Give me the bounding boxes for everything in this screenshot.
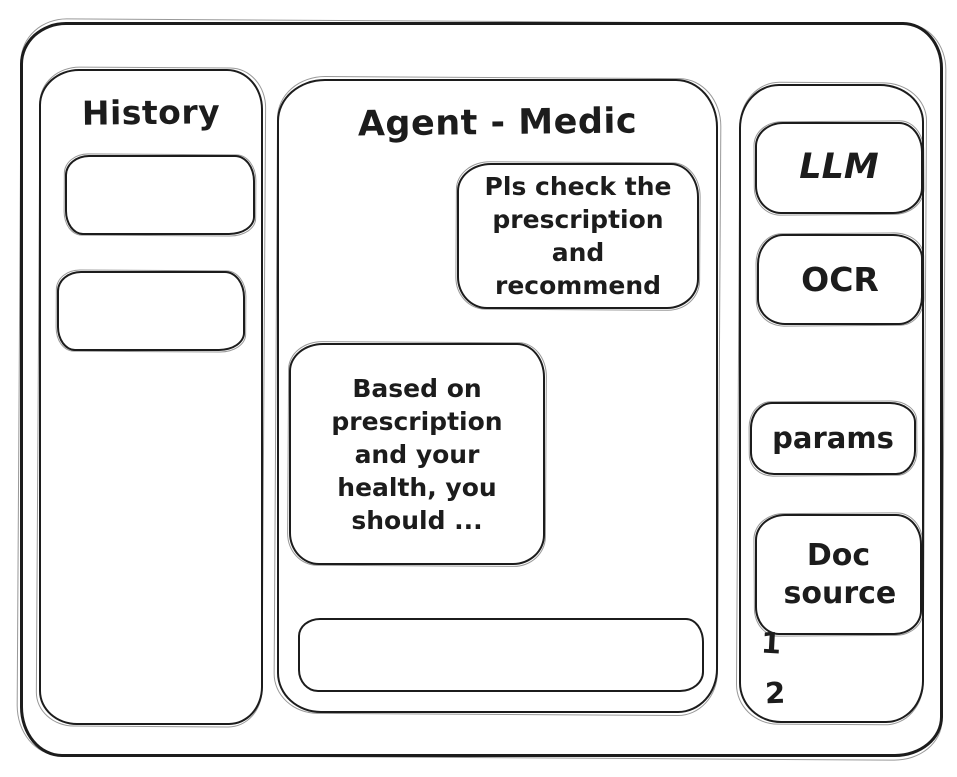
history-item[interactable]	[57, 271, 245, 351]
agent-message-bubble: Based on prescription and your health, y…	[289, 343, 545, 565]
user-message-bubble: Pls check the prescription and recommend	[457, 163, 699, 309]
tools-sidebar: LLM OCR params Doc source 1 2	[739, 84, 924, 723]
doc-source-label: Doc source	[783, 538, 897, 611]
history-sidebar: History	[39, 69, 263, 725]
doc-source-item-1[interactable]: 1	[760, 625, 783, 661]
agent-message-text: Based on prescription and your health, y…	[331, 373, 503, 535]
chat-title: Agent - Medic	[357, 101, 638, 145]
llm-button[interactable]: LLM	[755, 122, 923, 214]
chat-panel: Agent - Medic Pls check the prescription…	[277, 79, 718, 713]
user-message-text: Pls check the prescription and recommend	[484, 172, 672, 300]
app-window-frame: History Agent - Medic Pls check the pres…	[20, 22, 943, 757]
message-input[interactable]	[298, 618, 704, 692]
ocr-button[interactable]: OCR	[757, 234, 923, 325]
doc-source-item-2[interactable]: 2	[764, 675, 786, 711]
doc-source-button[interactable]: Doc source	[755, 514, 922, 635]
history-title: History	[81, 92, 221, 133]
history-item[interactable]	[65, 155, 255, 235]
params-button[interactable]: params	[750, 402, 916, 475]
